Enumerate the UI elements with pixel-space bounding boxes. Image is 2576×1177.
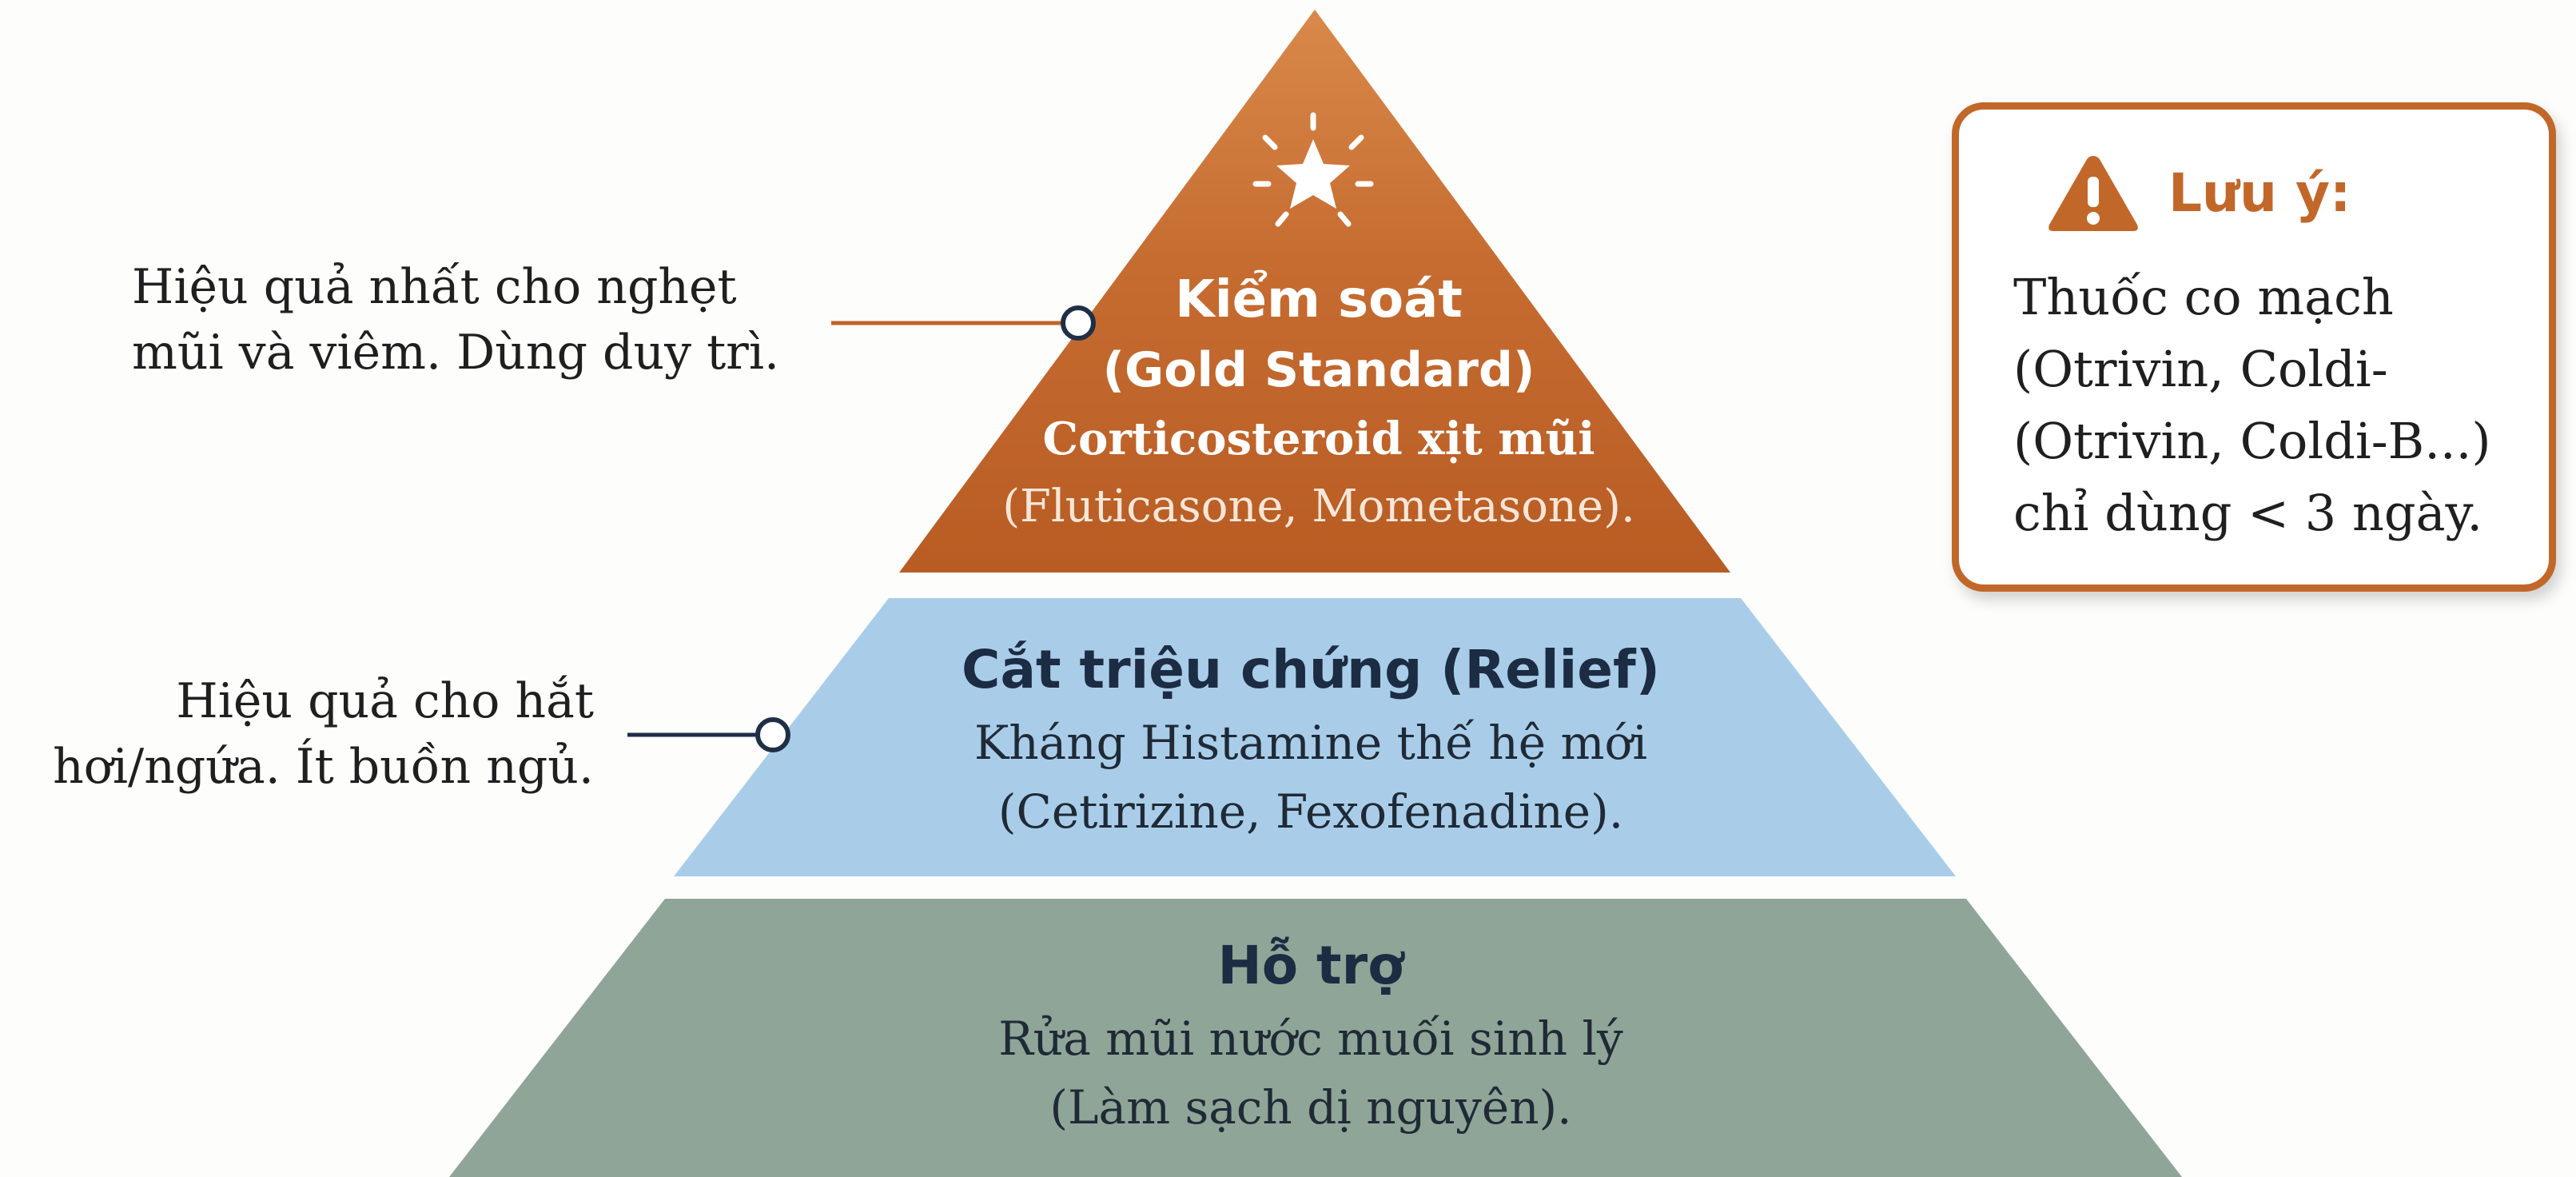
pyramid-middle-tier <box>674 598 1956 876</box>
warning-line: Thuốc co mạch <box>2013 268 2394 326</box>
top-annotation-line1: Hiệu quả nhất cho nghẹt <box>132 259 737 315</box>
top-annotation-line2: mũi và viêm. Dùng duy trì. <box>132 325 780 381</box>
top-tier-examples: (Fluticasone, Mometasone). <box>1002 481 1635 533</box>
warning-title: Lưu ý: <box>2045 151 2517 234</box>
warning-body: Thuốc co mạch (Otrivin, Coldi- (Otrivin,… <box>2013 261 2517 549</box>
middle-annotation-connector <box>627 717 790 752</box>
warning-line: (Otrivin, Coldi- <box>2013 340 2388 398</box>
top-tier-text: Kiểm soát (Gold Standard) Corticosteroid… <box>919 264 1718 541</box>
top-tier-subtitle: (Gold Standard) <box>1102 342 1535 398</box>
warning-heading: Lưu ý: <box>2168 162 2351 224</box>
middle-annotation-line2: hơi/ngứa. Ít buồn ngủ. <box>53 739 594 795</box>
middle-tier-drug: Kháng Histamine thế hệ mới <box>974 716 1647 770</box>
top-tier-title: Kiểm soát <box>1175 270 1463 329</box>
middle-annotation-line1: Hiệu quả cho hắt <box>176 673 594 729</box>
top-annotation: Hiệu quả nhất cho nghẹt mũi và viêm. Dùn… <box>132 254 931 385</box>
star-icon <box>1252 112 1374 227</box>
top-tier-drug: Corticosteroid xịt mũi <box>1042 413 1595 465</box>
bottom-tier-text: Hỗ trợ Rửa mũi nước muối sinh lý (Làm sạ… <box>759 928 1862 1142</box>
bottom-tier-drug: Rửa mũi nước muối sinh lý <box>998 1011 1623 1066</box>
warning-line: chỉ dùng < 3 ngày. <box>2013 484 2483 542</box>
pyramid-top-tier <box>899 10 1730 573</box>
bottom-tier-examples: (Làm sạch dị nguyên). <box>1049 1080 1572 1135</box>
warning-line: (Otrivin, Coldi-B...) <box>2013 412 2491 470</box>
bottom-tier-title: Hỗ trợ <box>1217 935 1404 996</box>
middle-tier-title: Cắt triệu chứng (Relief) <box>962 639 1660 700</box>
warning-box: Lưu ý: Thuốc co mạch (Otrivin, Coldi- (O… <box>1952 102 2556 592</box>
pyramid-bottom-tier <box>449 899 2182 1177</box>
top-annotation-connector <box>831 305 1096 341</box>
middle-annotation: Hiệu quả cho hắt hơi/ngứa. Ít buồn ngủ. <box>53 668 594 800</box>
middle-tier-examples: (Cetirizine, Fexofenadine). <box>997 784 1624 839</box>
warning-icon <box>2048 156 2138 231</box>
middle-tier-text: Cắt triệu chứng (Relief) Kháng Histamine… <box>799 632 1822 846</box>
